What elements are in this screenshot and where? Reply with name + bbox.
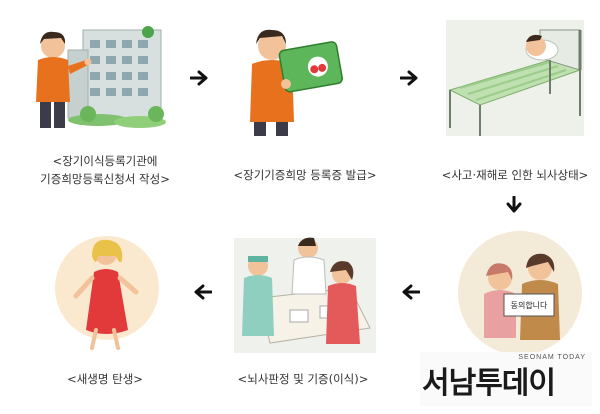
- arrow-left-icon: [194, 284, 212, 300]
- arrow-right-icon: [190, 70, 208, 86]
- illustration-newlife: [55, 236, 159, 350]
- caption-card: <장기기증희망 등록증 발급>: [233, 168, 377, 182]
- caption-newlife: <새생명 탄생>: [67, 372, 143, 386]
- caption-register: <장기이식등록기관에 기증희망등록신청서 작성>: [40, 154, 170, 186]
- illustration-transplant: [234, 237, 376, 353]
- watermark-sub-text: SEONAM TODAY: [518, 354, 586, 361]
- watermark-logo: 서남투데이 SEONAM TODAY: [420, 352, 592, 406]
- caption-transplant: <뇌사판정 및 기증(이식)>: [237, 372, 369, 386]
- illustration-register: [36, 26, 166, 128]
- arrow-right-icon: [400, 70, 418, 86]
- consent-sign-text: 동의합니다: [511, 300, 548, 310]
- arrow-left-icon: [402, 284, 420, 300]
- watermark-main-text: 서남투데이: [422, 366, 556, 401]
- illustration-consent: 동의합니다: [458, 231, 582, 355]
- caption-accident: <사고·재해로 인한 뇌사상태>: [441, 168, 589, 182]
- illustration-accident: [446, 20, 584, 136]
- arrow-down-icon: [506, 196, 522, 213]
- illustration-card: [250, 29, 343, 136]
